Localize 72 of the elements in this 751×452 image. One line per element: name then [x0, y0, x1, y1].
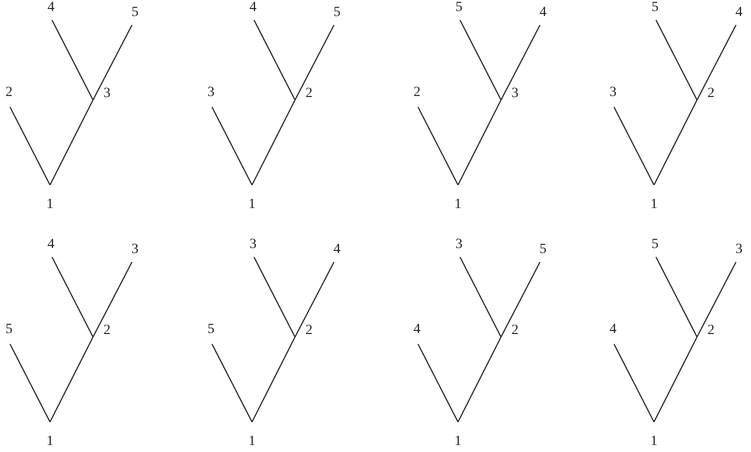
vertex-label: 1	[451, 197, 465, 213]
vertex-label: 2	[302, 323, 316, 339]
vertex-label: 2	[410, 85, 424, 101]
vertex-label: 4	[330, 242, 344, 258]
vertex-label: 5	[128, 5, 142, 21]
tree-branch-line	[10, 344, 50, 422]
vertex-label: 3	[606, 85, 620, 101]
tree-branch-line	[654, 336, 698, 422]
vertex-label: 1	[245, 434, 259, 450]
vertex-label: 2	[704, 86, 718, 102]
vertex-label: 4	[246, 0, 260, 16]
tree-branch-line	[656, 256, 698, 338]
tree-branch-line	[92, 262, 132, 338]
vertex-label: 4	[536, 5, 550, 21]
tree-branch-line	[460, 20, 502, 100]
tree-branch-line	[252, 336, 296, 422]
tree-branch-line	[500, 262, 540, 338]
vertex-label: 2	[508, 323, 522, 339]
vertex-label: 2	[2, 85, 16, 101]
tree-branch-line	[614, 106, 654, 186]
tree-branch-line	[294, 24, 334, 100]
vertex-label: 5	[330, 5, 344, 21]
tree-branch-line	[50, 100, 94, 186]
vertex-label: 4	[410, 322, 424, 338]
vertex-label: 1	[43, 434, 57, 450]
tree-branch-line	[458, 336, 502, 422]
tree-branch-line	[696, 262, 736, 338]
tree-branch-line	[92, 24, 132, 100]
tree-branch-line	[50, 336, 94, 422]
tree-branch-line	[252, 100, 296, 186]
tree-branch-line	[656, 20, 698, 100]
vertex-label: 3	[452, 237, 466, 253]
vertex-label: 1	[451, 434, 465, 450]
tree-branch-line	[696, 24, 736, 100]
vertex-label: 4	[606, 322, 620, 338]
vertex-label: 1	[647, 434, 661, 450]
vertex-label: 3	[732, 242, 746, 258]
vertex-label: 1	[43, 197, 57, 213]
vertex-label: 5	[2, 322, 16, 338]
vertex-label: 3	[128, 242, 142, 258]
vertex-label: 1	[647, 197, 661, 213]
vertex-label: 5	[648, 0, 662, 16]
tree-branch-line	[52, 20, 94, 100]
tree-branch-line	[212, 106, 252, 186]
tree-branch-line	[52, 256, 94, 338]
vertex-label: 3	[246, 237, 260, 253]
vertex-label: 2	[704, 323, 718, 339]
vertex-label: 5	[204, 322, 218, 338]
tree-branch-line	[460, 256, 502, 338]
vertex-label: 5	[452, 0, 466, 16]
tree-branch-line	[10, 106, 50, 186]
vertex-label: 2	[100, 323, 114, 339]
tree-branch-line	[294, 262, 334, 338]
tree-branch-line	[500, 24, 540, 100]
vertex-label: 5	[536, 242, 550, 258]
tree-branch-line	[614, 344, 654, 422]
vertex-label: 3	[508, 86, 522, 102]
tree-branch-line	[458, 100, 502, 186]
vertex-label: 4	[732, 5, 746, 21]
tree-branch-line	[212, 344, 252, 422]
vertex-label: 2	[302, 86, 316, 102]
tree-branch-line	[654, 100, 698, 186]
vertex-label: 3	[204, 85, 218, 101]
vertex-label: 3	[100, 86, 114, 102]
vertex-label: 4	[44, 0, 58, 16]
tree-branch-line	[254, 20, 296, 100]
vertex-label: 5	[648, 237, 662, 253]
tree-branch-line	[418, 106, 458, 186]
vertex-label: 1	[245, 197, 259, 213]
tree-branch-line	[254, 256, 296, 338]
tree-branch-line	[418, 344, 458, 422]
vertex-label: 4	[44, 237, 58, 253]
